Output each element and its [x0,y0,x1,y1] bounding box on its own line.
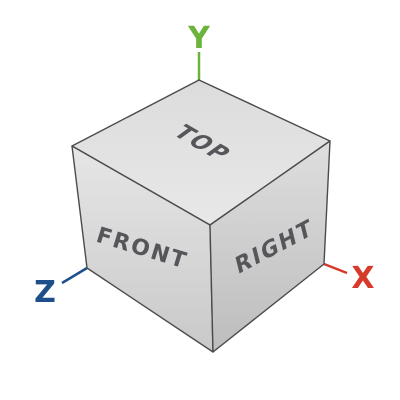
z-axis-label: Z [34,275,56,310]
z-axis-line [61,266,88,285]
y-axis-label: Y [187,21,211,56]
x-axis-label: X [351,261,374,296]
x-axis-line [323,262,348,275]
view-cube-right-face[interactable] [209,140,331,353]
